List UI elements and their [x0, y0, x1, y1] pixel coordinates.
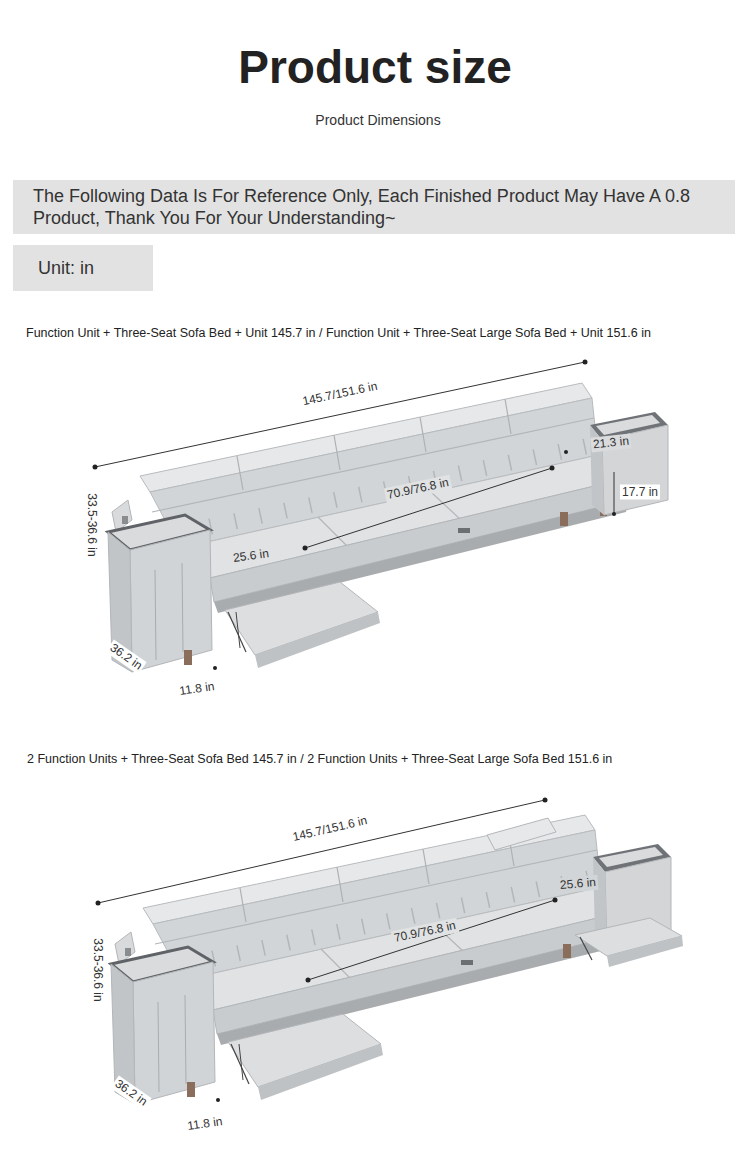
dimension-label: 17.7 in — [620, 485, 660, 500]
dimension-label: 33.5-36.6 in — [90, 936, 105, 1003]
dimension-label: 33.5-36.6 in — [84, 491, 99, 558]
dimension-label: 145.7/151.6 in — [299, 378, 380, 409]
dimension-label: 145.7/151.6 in — [289, 813, 370, 846]
dimension-label: 11.8 in — [177, 679, 218, 699]
dimension-label: 11.8 in — [185, 1114, 226, 1134]
note-band: The Following Data Is For Reference Only… — [13, 180, 735, 234]
band-text: The Following Data Is For Reference Only… — [33, 185, 715, 229]
subtitle: Product Dimensions — [315, 112, 440, 130]
section-heading: 2 Function Units + Three-Seat Sofa Bed 1… — [27, 752, 612, 768]
band-text: Unit: in — [38, 257, 94, 279]
page-title: Product size — [0, 40, 750, 94]
sofa-drawing — [108, 383, 668, 672]
note-band: Unit: in — [13, 245, 153, 291]
section-heading: Function Unit + Three-Seat Sofa Bed + Un… — [26, 326, 651, 342]
